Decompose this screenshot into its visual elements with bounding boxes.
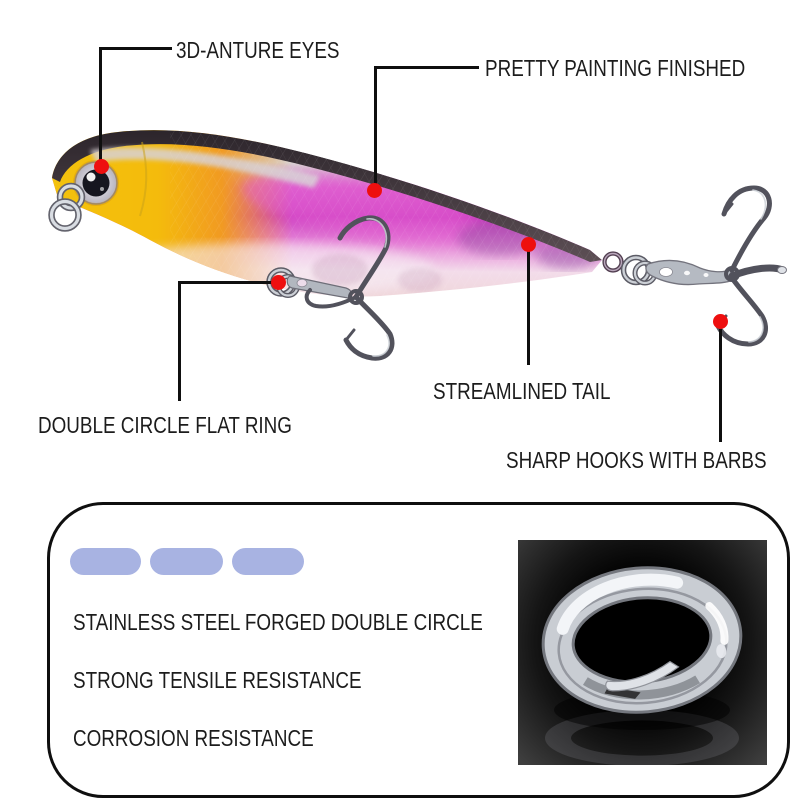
split-ring-photo: [518, 540, 767, 765]
callout-hooks-line-vertical: [719, 329, 722, 442]
feature-line-1: STAINLESS STEEL FORGED DOUBLE CIRCLE: [73, 609, 483, 635]
feature-line-3: CORROSION RESISTANCE: [73, 725, 314, 751]
callout-flat-ring-marker-dot: [271, 275, 286, 290]
decorative-pill-3: [232, 548, 304, 575]
callout-tail-label: STREAMLINED TAIL: [433, 378, 611, 404]
tail-eyelet: [602, 251, 624, 273]
callout-eyes-line-horizontal: [99, 47, 172, 50]
callout-flat-ring-line-horizontal: [178, 281, 274, 284]
feature-box: STAINLESS STEEL FORGED DOUBLE CIRCLE STR…: [47, 502, 790, 798]
fishing-lure-illustration: [48, 130, 787, 361]
callout-flat-ring-label: DOUBLE CIRCLE FLAT RING: [38, 412, 292, 438]
callout-painting-label: PRETTY PAINTING FINISHED: [485, 55, 746, 81]
callout-tail-line-vertical: [527, 251, 530, 365]
decorative-pill-1: [70, 548, 141, 575]
callout-flat-ring-line-vertical: [178, 281, 181, 401]
callout-tail-marker-dot: [521, 237, 536, 252]
decorative-pill-2: [150, 548, 223, 575]
callout-painting-marker-dot: [367, 183, 382, 198]
callout-eyes-marker-dot: [94, 159, 109, 174]
callout-hooks-marker-dot: [713, 314, 728, 329]
callout-painting-line-vertical: [374, 66, 377, 186]
callout-eyes-line-vertical: [99, 47, 102, 167]
lure-back-ridge: [52, 130, 602, 262]
split-ring-illustration: [541, 566, 743, 765]
callout-eyes-label: 3D-ANTURE EYES: [176, 37, 340, 63]
nose-split-ring: [48, 182, 86, 232]
callout-hooks-label: SHARP HOOKS WITH BARBS: [506, 447, 767, 473]
lure-eye: [73, 160, 119, 206]
feature-line-2: STRONG TENSILE RESISTANCE: [73, 667, 362, 693]
callout-painting-line-horizontal: [374, 66, 479, 69]
belly-treble-hook: [304, 215, 395, 361]
